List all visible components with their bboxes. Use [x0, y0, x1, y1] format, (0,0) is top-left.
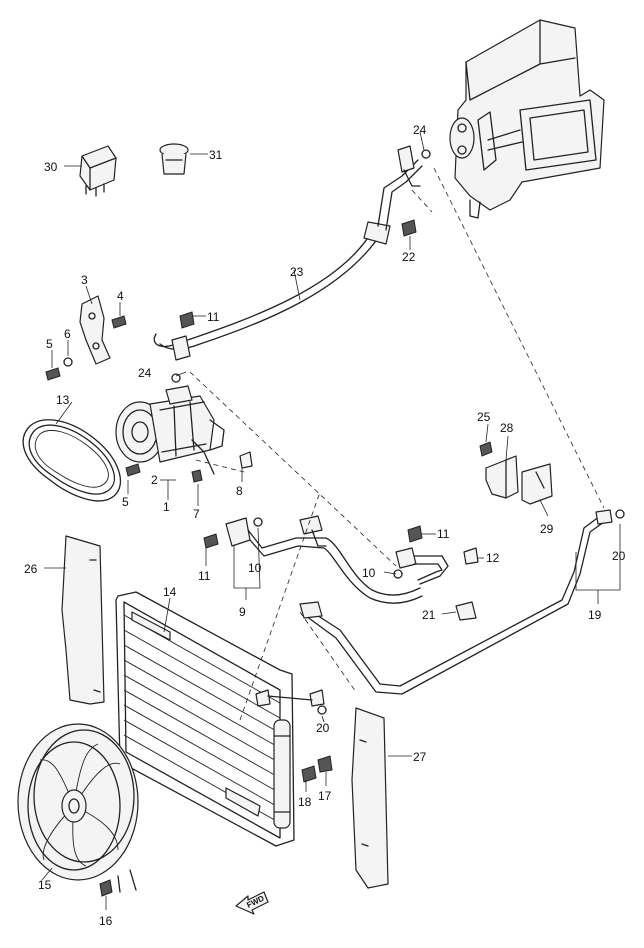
callout-19: 19 [588, 608, 602, 622]
callout-22: 22 [402, 250, 416, 264]
callout-20-right: 20 [612, 549, 626, 563]
callout-11-right: 11 [437, 527, 450, 541]
callout-28: 28 [500, 421, 514, 435]
callout-10-right: 10 [362, 566, 376, 580]
callout-18: 18 [298, 795, 312, 809]
relay-part [79, 145, 117, 197]
callout-3: 3 [81, 273, 88, 287]
callout-7: 7 [193, 507, 200, 521]
reference-lines [189, 167, 605, 721]
pipe-clamp [455, 601, 477, 621]
callout-20-lower: 20 [316, 721, 330, 735]
callout-26: 26 [24, 562, 38, 576]
condenser [115, 591, 325, 847]
grommet-part [159, 143, 189, 175]
compressor-bracket [45, 295, 127, 381]
callout-9: 9 [239, 605, 246, 619]
callout-31: 31 [209, 148, 223, 162]
callout-5-upper: 5 [46, 337, 53, 351]
callout-6: 6 [64, 327, 71, 341]
callout-15: 15 [38, 878, 52, 892]
callout-numbers: 30 31 3 4 6 5 13 11 23 24 22 24 2 5 1 8 … [24, 123, 626, 928]
callout-11-lower: 11 [198, 569, 211, 583]
cooling-fan [17, 723, 139, 897]
evaporator-unit [449, 19, 605, 219]
callout-23: 23 [290, 265, 304, 279]
suction-hose [153, 145, 423, 361]
callout-30: 30 [44, 160, 58, 174]
fwd-direction-arrow: FWD [235, 891, 269, 915]
callout-21: 21 [422, 608, 436, 622]
callout-8: 8 [236, 484, 243, 498]
callout-27: 27 [413, 750, 427, 764]
callout-4: 4 [117, 289, 124, 303]
liquid-pipe [299, 509, 613, 695]
callout-29: 29 [540, 522, 554, 536]
compressor-assembly [115, 385, 253, 483]
callout-5-lower: 5 [122, 495, 129, 509]
callout-24-lower: 24 [138, 366, 152, 380]
callout-11-upper: 11 [207, 310, 220, 324]
callout-1: 1 [163, 500, 170, 514]
callout-12: 12 [486, 551, 500, 565]
callout-17: 17 [318, 789, 332, 803]
receiver-hose [395, 547, 479, 585]
pipe-brackets [479, 441, 553, 505]
callout-25: 25 [477, 410, 491, 424]
callout-14: 14 [163, 585, 177, 599]
air-seal-left [61, 535, 105, 705]
callout-16: 16 [99, 914, 113, 928]
leader-lines [41, 131, 621, 910]
callout-10-left: 10 [248, 561, 262, 575]
callout-13: 13 [56, 393, 70, 407]
callout-2: 2 [151, 473, 158, 487]
fasteners [171, 149, 625, 783]
discharge-hose [203, 515, 423, 604]
drive-belt [22, 419, 122, 502]
callout-24-upper: 24 [413, 123, 427, 137]
air-seal-right [351, 707, 389, 889]
